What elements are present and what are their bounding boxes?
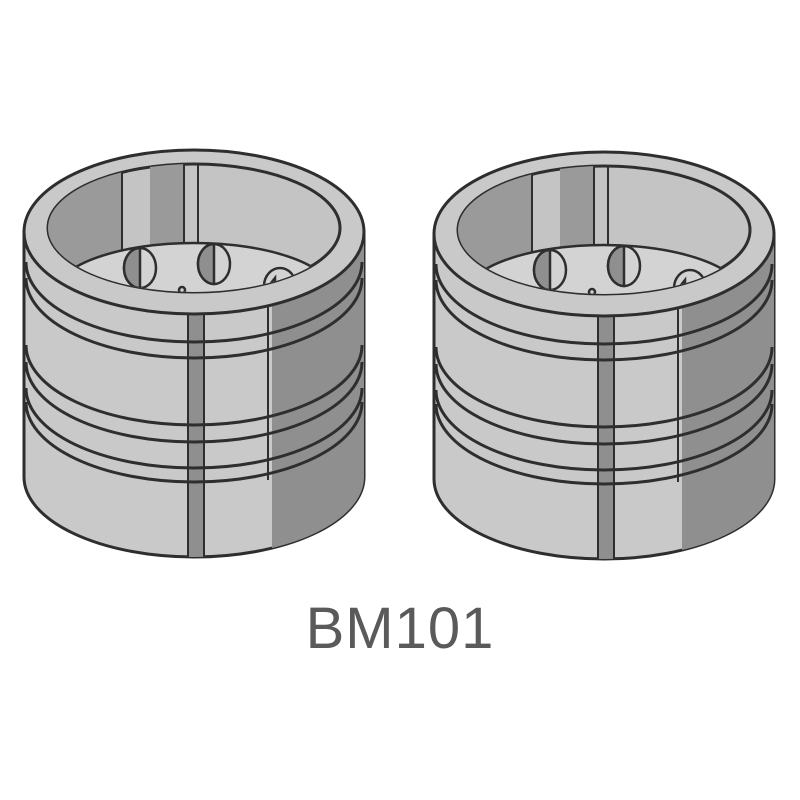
fitting-right [434,152,782,572]
fitting-left [24,150,372,570]
product-code-label: BM101 [305,596,495,661]
